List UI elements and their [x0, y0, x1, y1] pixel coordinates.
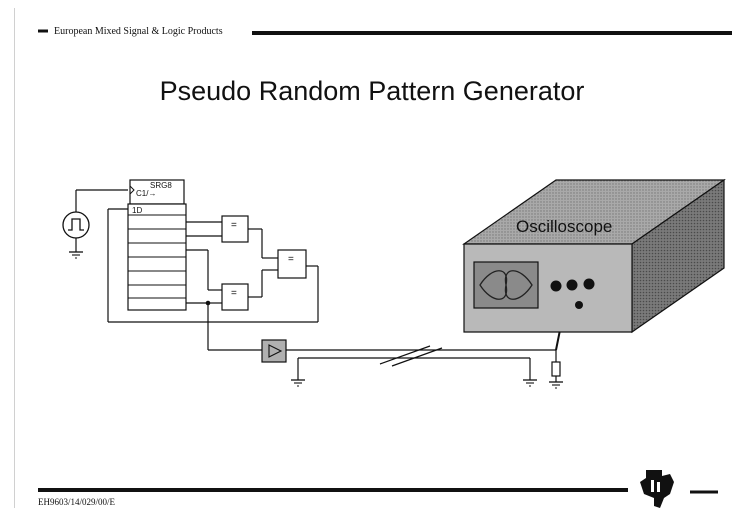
xor-gate-2: =: [221, 283, 249, 311]
clock-generator: [62, 189, 128, 259]
scope-knob-2: [566, 279, 578, 291]
xor-gate-1: =: [221, 215, 249, 243]
ti-logo: [640, 470, 674, 508]
clock-label: C1/→: [136, 189, 156, 198]
page-title: Pseudo Random Pattern Generator: [159, 76, 585, 106]
scope-knob-1: [550, 280, 562, 292]
document-code: EH9603/14/029/00/E: [38, 497, 115, 507]
scope-knob-3: [583, 278, 595, 290]
register-label: SRG8: [150, 181, 172, 190]
termination-resistor: [549, 350, 563, 389]
xor-symbol: =: [231, 220, 237, 231]
lissajous-trace: [479, 270, 533, 300]
probe-connector: [575, 301, 583, 309]
line-driver: [261, 339, 287, 363]
junction-dot: [205, 300, 211, 306]
xor-symbol: =: [231, 288, 237, 299]
footer-rule: [38, 488, 718, 494]
xor-symbol: =: [288, 254, 294, 265]
transmission-line: [286, 345, 556, 380]
gate-wiring: [186, 221, 278, 351]
header-label: European Mixed Signal & Logic Products: [54, 26, 223, 37]
shift-register: SRG8 C1/→ 1D: [127, 179, 187, 311]
xor-gate-3: =: [277, 249, 307, 279]
header-rule: [38, 29, 732, 35]
slide-frame: [14, 8, 733, 508]
oscilloscope: Oscilloscope: [462, 178, 726, 334]
data-input-label: 1D: [132, 206, 142, 215]
feedback-wire: [107, 208, 319, 323]
oscilloscope-label: Oscilloscope: [516, 217, 612, 236]
ground-symbols: [291, 379, 537, 387]
